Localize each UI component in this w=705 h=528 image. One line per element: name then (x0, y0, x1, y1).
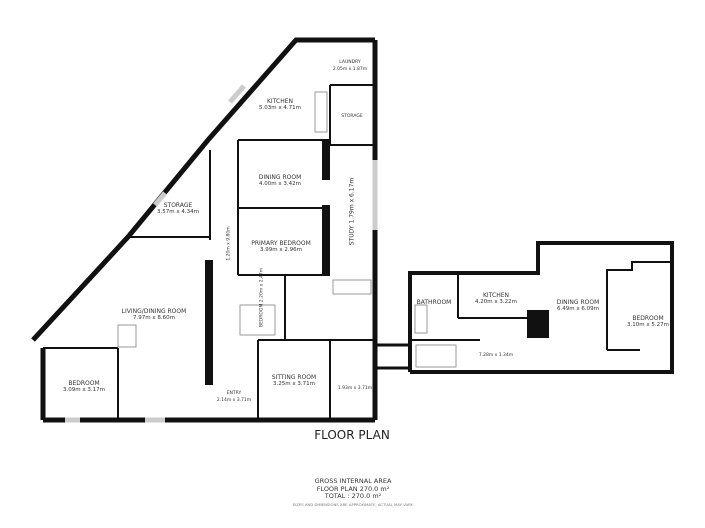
wall-diagonal-top (31, 37, 375, 342)
wall-block (322, 140, 330, 180)
wall-block (322, 205, 330, 275)
area-summary: GROSS INTERNAL AREA FLOOR PLAN 270.0 m² … (292, 477, 414, 508)
bathtub (239, 304, 276, 336)
window (228, 84, 246, 104)
area-total: TOTAL : 270.0 m² (324, 492, 382, 500)
area-floor-plan: FLOOR PLAN 270.0 m² (316, 484, 390, 493)
room-label-bathroom: BATHROOM (416, 299, 452, 306)
wall-block (205, 260, 213, 385)
fireplace (527, 310, 549, 338)
room-label-hallway: 1.20m x 9.80m (226, 226, 232, 261)
room-label-storage: STORAGE (341, 114, 363, 119)
bathtub (414, 304, 428, 334)
floor-plan-title: FLOOR PLAN (314, 428, 390, 442)
area-disclaimer: SIZES AND DIMENSIONS ARE APPROXIMATE, AC… (292, 501, 414, 507)
wall (606, 261, 672, 350)
room-label-hall: 1.93m x 3.71m (337, 386, 373, 391)
kitchen-counter (314, 91, 328, 133)
room-label-study: STUDY 1.79m x 6.17m (348, 177, 356, 246)
area-heading: GROSS INTERNAL AREA (314, 477, 392, 485)
room-label-corridor: 7.28m x 1.34m (478, 353, 514, 358)
room-label-bedroom-small: BEDROOM 2.20m x 2.47m (259, 267, 265, 328)
stairs (415, 344, 457, 368)
window (153, 191, 167, 207)
bathtub (332, 279, 372, 295)
stairs (117, 324, 137, 348)
wall-right-building (408, 241, 674, 374)
